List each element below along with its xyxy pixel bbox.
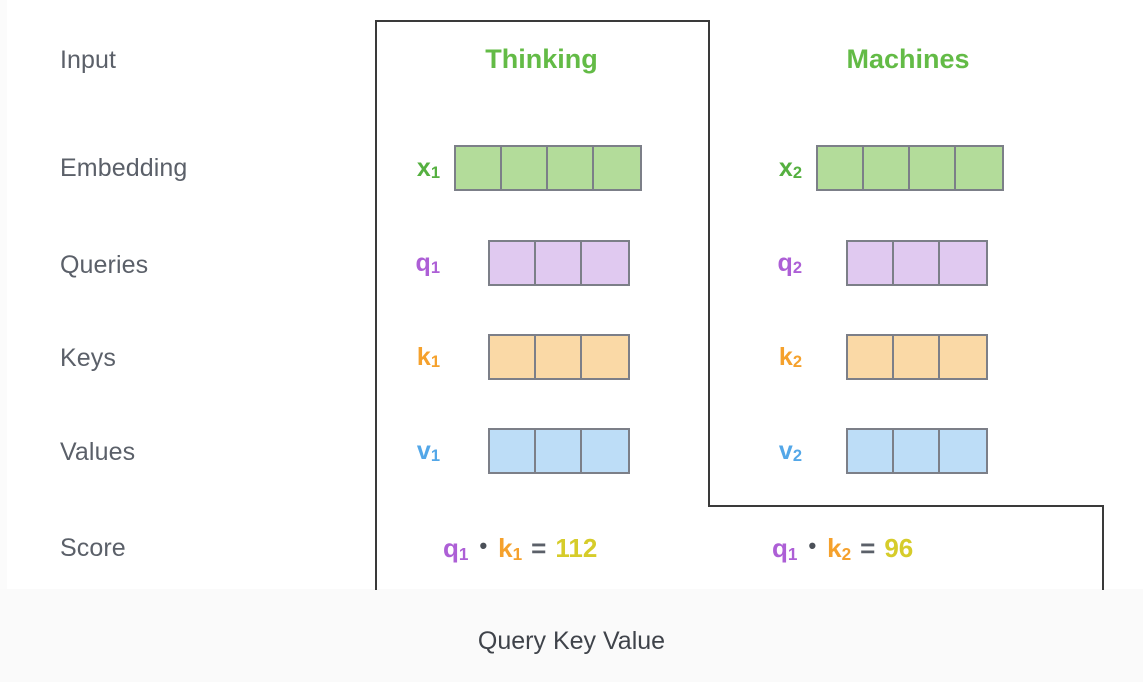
figure-caption: Query Key Value [477, 627, 666, 655]
score-expression-machines: q1 • k2 = 96 [772, 533, 914, 564]
score-key-term-thinking: k1 [498, 533, 523, 564]
value-cells-thinking [488, 428, 630, 474]
score-dot-operator-thinking: • [479, 533, 488, 558]
score-dot-operator-machines: • [808, 533, 817, 558]
key-tag-thinking: k1 [416, 342, 440, 372]
value-vector-machines: v2 [772, 428, 988, 474]
frame-top-edge [375, 20, 710, 22]
score-query-term-thinking: q1 [443, 533, 469, 564]
column-header-thinking: Thinking [485, 44, 598, 74]
key-cells-machines [846, 334, 988, 380]
embedding-cells-thinking [454, 145, 642, 191]
footer-band [0, 589, 1143, 682]
embedding-cells-machines [816, 145, 1004, 191]
row-label-embedding: Embedding [60, 154, 188, 182]
value-tag-machines: v2 [778, 436, 802, 466]
query-tag-machines: q2 [777, 248, 802, 278]
key-vector-machines: k2 [772, 334, 988, 380]
key-vector-thinking: k1 [410, 334, 630, 380]
embedding-tag-machines: x2 [778, 153, 802, 183]
embedding-vector-machines: x2 [772, 145, 1004, 191]
score-expression-thinking: q1 • k1 = 112 [443, 533, 598, 564]
value-tag-thinking: v1 [416, 436, 440, 466]
row-label-input: Input [60, 46, 117, 74]
query-vector-machines: q2 [772, 240, 988, 286]
query-vector-thinking: q1 [410, 240, 630, 286]
row-label-queries: Queries [60, 251, 149, 279]
key-tag-machines: k2 [778, 342, 802, 372]
frame-step-edge [708, 505, 1104, 507]
column-header-machines: Machines [846, 44, 970, 74]
row-label-score: Score [60, 534, 126, 562]
row-label-keys: Keys [60, 344, 116, 372]
query-cells-thinking [488, 240, 630, 286]
frame-mid-edge [708, 20, 710, 507]
score-equals-thinking: = [531, 533, 547, 563]
score-equals-machines: = [860, 533, 876, 563]
embedding-vector-thinking: x1 [410, 145, 642, 191]
key-cells-thinking [488, 334, 630, 380]
value-cells-machines [846, 428, 988, 474]
score-result-machines: 96 [884, 533, 914, 563]
left-edge-strip [0, 0, 7, 589]
query-tag-thinking: q1 [415, 248, 440, 278]
score-result-thinking: 112 [555, 533, 598, 563]
query-cells-machines [846, 240, 988, 286]
embedding-tag-thinking: x1 [416, 153, 440, 183]
score-key-term-machines: k2 [827, 533, 852, 564]
score-query-term-machines: q1 [772, 533, 798, 564]
value-vector-thinking: v1 [410, 428, 630, 474]
row-label-values: Values [60, 438, 136, 466]
frame-left-edge [375, 20, 377, 590]
frame-right-edge [1102, 505, 1104, 590]
